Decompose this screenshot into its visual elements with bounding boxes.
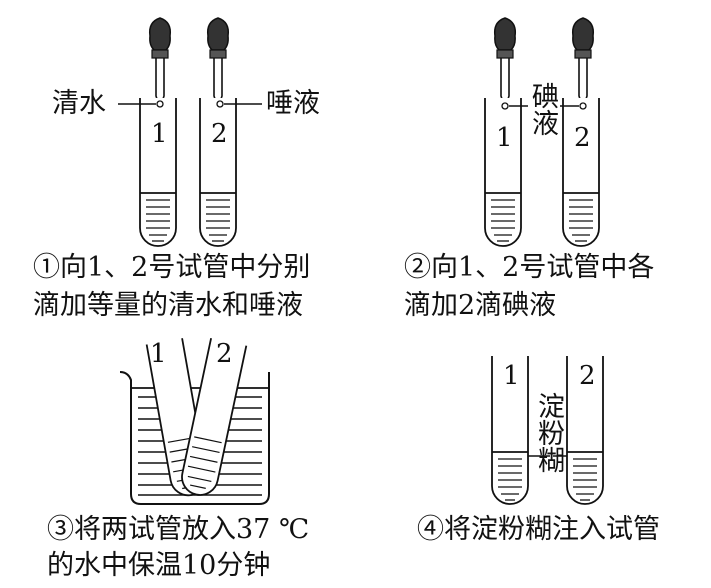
starch-2 [567, 451, 603, 501]
test-tube-2 [181, 338, 248, 496]
drop-2 [579, 102, 587, 110]
starch-1 [492, 451, 528, 501]
tube-number-1: 1 [503, 361, 520, 391]
test-tube-1 [491, 356, 529, 505]
tube-number-1: 1 [150, 339, 167, 369]
test-tube-1 [139, 98, 177, 247]
step3-caption-line2: 的水中保温10分钟 [47, 550, 271, 581]
tube-number-1: 1 [151, 119, 168, 149]
dropper-4-icon [571, 17, 595, 109]
tube-number-2: 2 [211, 119, 228, 149]
step4-caption-line1: ④将淀粉糊注入试管 [417, 514, 660, 545]
step2-caption-line2: 滴加2滴碘液 [404, 290, 557, 321]
drop-1 [156, 100, 164, 108]
drop-2 [216, 100, 224, 108]
dropper-2-icon [206, 17, 230, 109]
step2-caption-line1: ②向1、2号试管中各 [404, 252, 655, 283]
tube-number-2: 2 [574, 123, 591, 153]
tube-number-2: 2 [579, 361, 596, 391]
iodine-label-text: 碘液 [527, 82, 558, 136]
step1-figure [118, 17, 262, 247]
test-tube-2 [562, 98, 600, 247]
beaker [119, 371, 270, 505]
starch-paste-label: 淀粉糊 [533, 392, 564, 473]
water-label: 清水 [52, 88, 106, 119]
tube-number-1: 1 [496, 123, 513, 153]
liquid-1 [485, 192, 521, 242]
test-tube-1 [484, 98, 522, 247]
drop-1 [501, 102, 509, 110]
step3-figure [119, 338, 270, 505]
liquid-2 [200, 192, 236, 242]
tube-number-2: 2 [216, 339, 233, 369]
step2-figure [484, 17, 600, 247]
liquid-1 [140, 192, 176, 242]
test-tube-2 [566, 356, 604, 505]
dropper-3-icon [493, 17, 517, 109]
saliva-label: 唾液 [266, 88, 320, 119]
liquid-2 [563, 192, 599, 242]
step1-caption-line2: 滴加等量的清水和唾液 [33, 290, 303, 321]
dropper-1-icon [148, 17, 172, 109]
step3-caption-line1: ③将两试管放入37 ℃ [47, 514, 310, 545]
test-tube-2 [199, 98, 237, 247]
step1-caption-line1: ①向1、2号试管中分别 [33, 252, 311, 283]
step4-figure [491, 356, 604, 505]
